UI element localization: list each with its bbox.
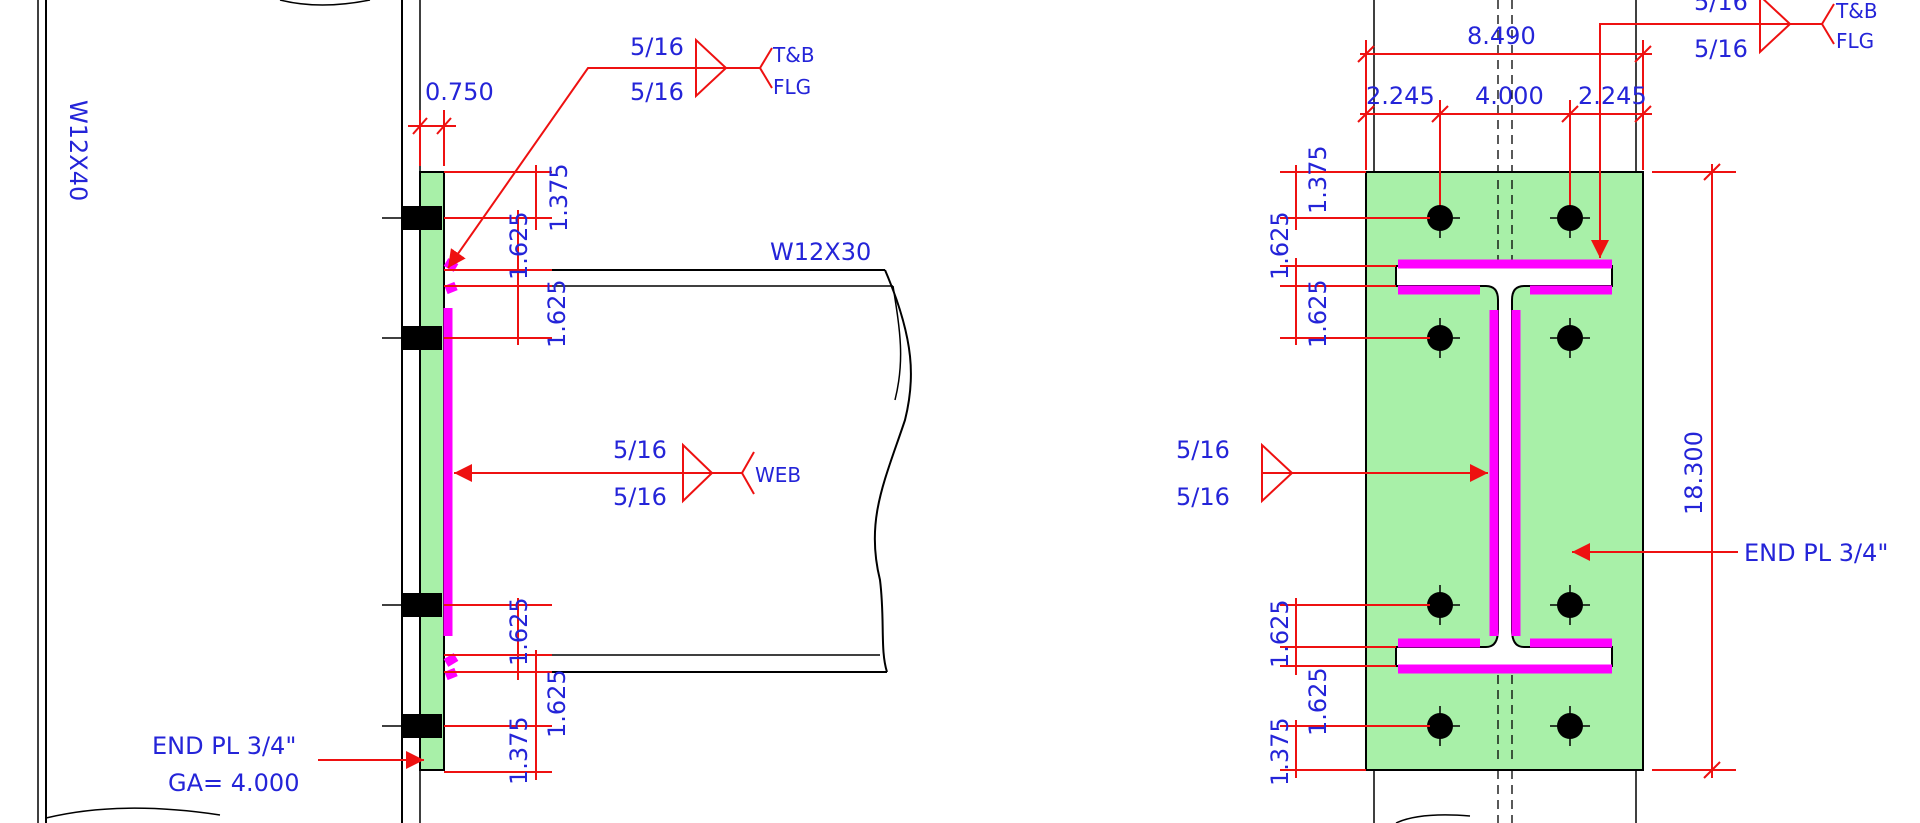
side-dim-flange-to-bolt: 1.625	[543, 279, 571, 348]
column-w12x40	[37, 0, 421, 823]
side-web-weld-symbol	[454, 442, 755, 504]
end-flange-weld-top: 5/16	[1694, 0, 1748, 16]
plate-width-label: 8.490	[1467, 22, 1536, 50]
side-flange-note-2: FLG	[773, 75, 811, 99]
end-dim-flange-to-bolt-bottom: 1.625	[1304, 667, 1332, 736]
side-web-weld-top: 5/16	[613, 436, 667, 464]
side-plate-note-1: END PL 3/4"	[152, 732, 296, 760]
side-dim-top-to-flange: 1.625	[505, 211, 533, 280]
side-web-weld-note: WEB	[755, 463, 801, 487]
end-bolt	[1550, 706, 1590, 746]
side-end-plate	[419, 171, 445, 771]
end-flange-weld-symbol	[1591, 0, 1835, 258]
beam-section	[1395, 259, 1613, 674]
end-bolt	[1420, 706, 1460, 746]
end-flange-note-2: FLG	[1836, 29, 1874, 53]
edge-right-label: 2.245	[1578, 82, 1647, 110]
end-horizontal-dims	[1357, 40, 1652, 205]
side-flange-weld-bottom: 5/16	[630, 78, 684, 106]
side-web-weld-bottom: 5/16	[613, 483, 667, 511]
side-dim-bottom-edge: 1.375	[505, 716, 533, 785]
side-vertical-dims	[444, 165, 552, 780]
side-view: W12X40 W12X30	[37, 0, 912, 823]
plate-height-label: 18.300	[1680, 431, 1708, 515]
end-web-weld-symbol	[1261, 442, 1488, 504]
column-label: W12X40	[64, 100, 92, 201]
side-flange-weld-symbol	[447, 37, 773, 269]
edge-left-label: 2.245	[1366, 82, 1435, 110]
side-plate-note-2: GA= 4.000	[168, 769, 299, 797]
end-bolt	[1550, 318, 1590, 358]
beam-label: W12X30	[770, 238, 871, 266]
end-view: 8.490 2.245 4.000 2.245 1.375 1.625 1.62…	[1176, 0, 1888, 823]
end-dim-bottom-edge: 1.375	[1266, 717, 1294, 786]
end-bolt	[1420, 585, 1460, 625]
end-web-weld-bottom: 5/16	[1176, 483, 1230, 511]
side-bolt	[402, 714, 442, 738]
side-flange-note-1: T&B	[772, 43, 815, 67]
end-dim-flange-to-bolt: 1.625	[1304, 279, 1332, 348]
plate-thickness-label: 0.750	[425, 78, 494, 106]
end-vertical-dims	[1280, 165, 1430, 778]
end-bolt	[1550, 585, 1590, 625]
end-flange-note-1: T&B	[1835, 0, 1878, 23]
side-bolt	[402, 593, 442, 617]
side-welds	[443, 258, 459, 681]
end-dim-top-edge: 1.375	[1304, 145, 1332, 214]
side-dim-top-edge: 1.375	[545, 163, 573, 232]
end-bolts	[1420, 198, 1590, 746]
side-flange-weld-top: 5/16	[630, 33, 684, 61]
end-dim-top-to-flange: 1.625	[1266, 211, 1294, 280]
end-flange-weld-bottom: 5/16	[1694, 35, 1748, 63]
side-dim-bottom-to-flange: 1.625	[505, 597, 533, 666]
plate-thickness-dim	[408, 110, 456, 166]
side-bolt	[402, 326, 442, 350]
gage-label: 4.000	[1475, 82, 1544, 110]
side-bolts	[382, 206, 442, 738]
end-web-weld-top: 5/16	[1176, 436, 1230, 464]
end-plate-note: END PL 3/4"	[1744, 539, 1888, 567]
side-dim-flange-to-bolt-bottom: 1.625	[543, 669, 571, 738]
end-dim-bottom-to-flange: 1.625	[1266, 599, 1294, 668]
plate-height-dim	[1652, 163, 1736, 779]
side-bolt	[402, 206, 442, 230]
